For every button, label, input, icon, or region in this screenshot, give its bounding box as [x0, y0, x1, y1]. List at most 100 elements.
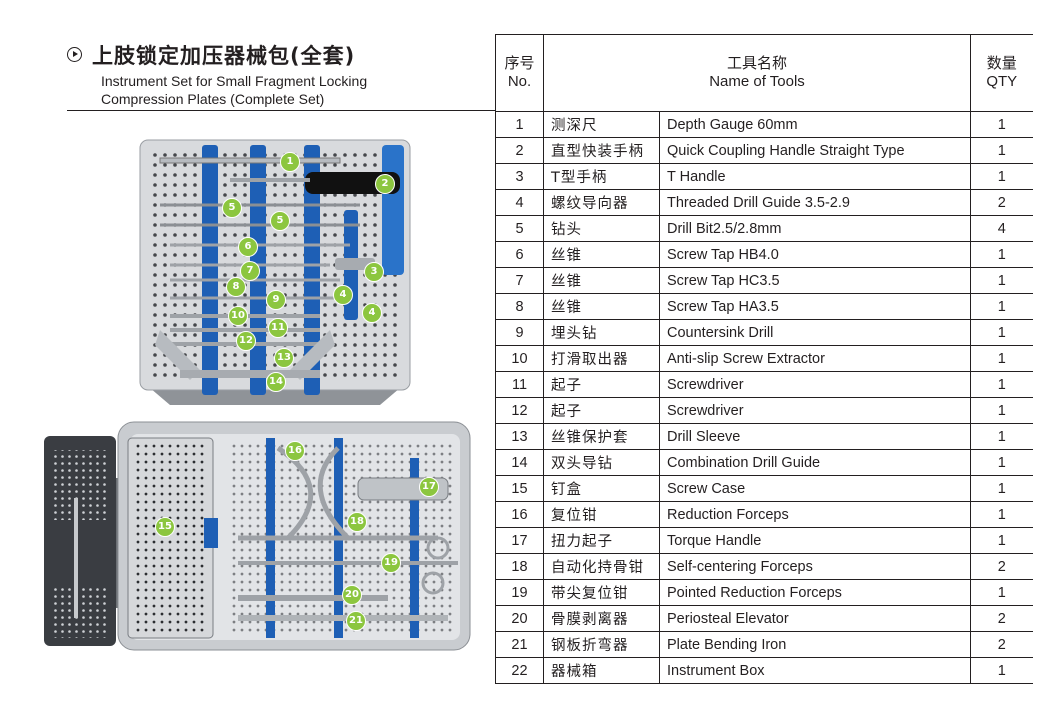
tool-name-en: Quick Coupling Handle Straight Type — [658, 137, 971, 164]
callout-badge: 16 — [285, 441, 305, 461]
tool-name-en: Drill Bit2.5/2.8mm — [658, 215, 971, 242]
row-number: 7 — [495, 267, 544, 294]
tool-qty: 1 — [970, 579, 1033, 606]
tool-qty: 1 — [970, 293, 1033, 320]
callout-badge: 14 — [266, 372, 286, 392]
tool-name-cn: T型手柄 — [543, 163, 660, 190]
tool-name-cn: 自动化持骨钳 — [543, 553, 660, 580]
tool-qty: 1 — [970, 163, 1033, 190]
set-title-en: Instrument Set for Small Fragment Lockin… — [101, 72, 367, 108]
tool-qty: 1 — [970, 527, 1033, 554]
tool-qty: 1 — [970, 657, 1033, 684]
callout-badge: 8 — [226, 277, 246, 297]
row-number: 15 — [495, 475, 544, 502]
tool-qty: 2 — [970, 553, 1033, 580]
tool-qty: 2 — [970, 605, 1033, 632]
callout-badge: 15 — [155, 517, 175, 537]
row-number: 14 — [495, 449, 544, 476]
tool-qty: 2 — [970, 189, 1033, 216]
tool-name-en: Countersink Drill — [658, 319, 971, 346]
tool-name-cn: 带尖复位钳 — [543, 579, 660, 606]
table-header-row: 序号 No. 工具名称 Name of Tools 数量 QTY — [495, 34, 1033, 112]
tool-name-cn: 钻头 — [543, 215, 660, 242]
tool-name-cn: 器械箱 — [543, 657, 660, 684]
blue-rail — [304, 145, 320, 395]
col-header-name: 工具名称 Name of Tools — [542, 34, 971, 112]
tool-name-cn: 打滑取出器 — [543, 345, 660, 372]
tool-name-cn: 直型快装手柄 — [543, 137, 660, 164]
row-number: 6 — [495, 241, 544, 268]
tool-name-cn: 起子 — [543, 397, 660, 424]
tool-name-cn: 扭力起子 — [543, 527, 660, 554]
callout-badge: 20 — [342, 585, 362, 605]
row-number: 11 — [495, 371, 544, 398]
row-number: 19 — [495, 579, 544, 606]
tool-qty: 1 — [970, 241, 1033, 268]
callout-badge: 18 — [347, 512, 367, 532]
tool-name-en: Screw Tap HB4.0 — [658, 241, 971, 268]
tool-name-cn: 骨膜剥离器 — [543, 605, 660, 632]
tool-name-en: Self-centering Forceps — [658, 553, 971, 580]
callout-badge: 9 — [266, 290, 286, 310]
tool-name-cn: 丝锥保护套 — [543, 423, 660, 450]
row-number: 4 — [495, 189, 544, 216]
set-title-cn: 上肢锁定加压器械包(全套) — [67, 40, 355, 70]
tool-name-en: Combination Drill Guide — [658, 449, 971, 476]
tool-name-en: Screwdriver — [658, 371, 971, 398]
tool-qty: 1 — [970, 501, 1033, 528]
set-header: 上肢锁定加压器械包(全套) Instrument Set for Small F… — [67, 34, 495, 110]
callout-badge: 17 — [419, 477, 439, 497]
tool-qty: 1 — [970, 371, 1033, 398]
tool-name-en: Drill Sleeve — [658, 423, 971, 450]
callout-badge: 5 — [222, 198, 242, 218]
callout-badge: 2 — [375, 174, 395, 194]
row-number: 2 — [495, 137, 544, 164]
tool-name-cn: 埋头钻 — [543, 319, 660, 346]
callout-badge: 12 — [236, 331, 256, 351]
callout-badge: 3 — [364, 262, 384, 282]
tool-qty: 1 — [970, 111, 1033, 138]
tool-name-en: Screw Tap HC3.5 — [658, 267, 971, 294]
set-title-en-line2: Compression Plates (Complete Set) — [101, 91, 325, 107]
tool-name-cn: 钉盒 — [543, 475, 660, 502]
tool-name-en: Periosteal Elevator — [658, 605, 971, 632]
tool-name-cn: 螺纹导向器 — [543, 189, 660, 216]
tool-name-cn: 起子 — [543, 371, 660, 398]
row-number: 12 — [495, 397, 544, 424]
tool-qty: 1 — [970, 267, 1033, 294]
row-number: 18 — [495, 553, 544, 580]
tool-name-en: Instrument Box — [658, 657, 971, 684]
tool-name-en: Plate Bending Iron — [658, 631, 971, 658]
tool-name-en: Pointed Reduction Forceps — [658, 579, 971, 606]
tool-name-en: Depth Gauge 60mm — [658, 111, 971, 138]
row-number: 3 — [495, 163, 544, 190]
tool-name-en: Screw Tap HA3.5 — [658, 293, 971, 320]
tool-qty: 4 — [970, 215, 1033, 242]
tool-qty: 1 — [970, 397, 1033, 424]
row-number: 10 — [495, 345, 544, 372]
callout-badge: 6 — [238, 237, 258, 257]
top-tray-illustration — [139, 139, 411, 405]
col-header-qty: 数量 QTY — [970, 34, 1033, 112]
col-header-no: 序号 No. — [495, 34, 544, 112]
row-number: 21 — [495, 631, 544, 658]
callout-badge: 13 — [274, 348, 294, 368]
callout-badge: 10 — [228, 306, 248, 326]
row-number: 20 — [495, 605, 544, 632]
callout-badge: 7 — [240, 261, 260, 281]
tool-qty: 1 — [970, 475, 1033, 502]
tool-qty: 2 — [970, 631, 1033, 658]
